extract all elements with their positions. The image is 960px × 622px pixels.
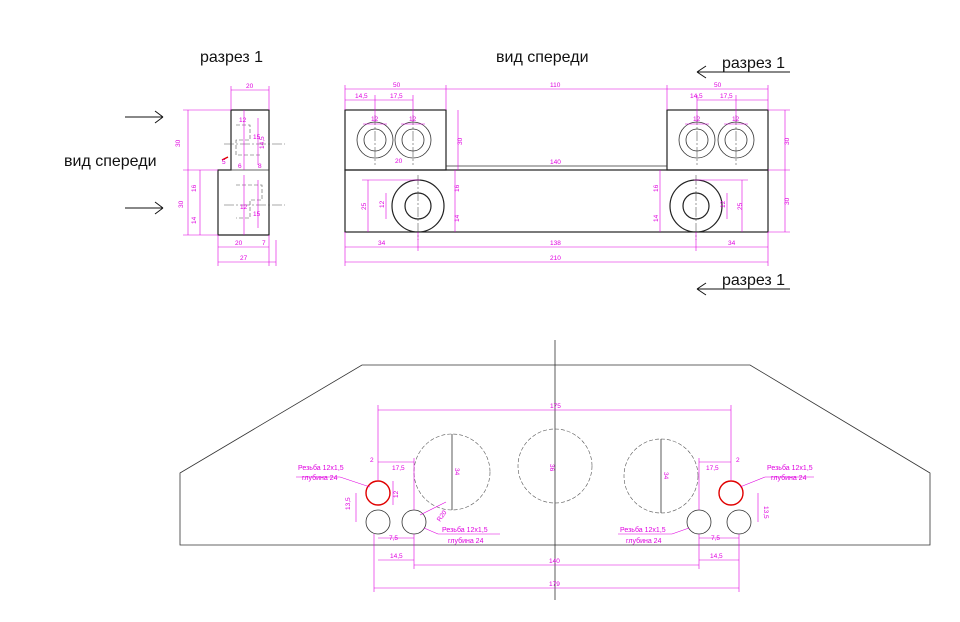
section-arrow-bottom: разрез 1: [696, 272, 790, 296]
fv-dim-block-height-right: 30: [784, 137, 791, 145]
fv-dim-side-16-left: 16: [454, 184, 461, 192]
sec-dim-bottom-width-b: 7: [262, 240, 266, 247]
fv-dim-right-block: 50: [714, 82, 722, 89]
fv-dim-hole-b: 12: [409, 116, 417, 123]
pv-dim-right-13-5: 13,5: [762, 506, 769, 519]
fv-dim-gap-20: 20: [395, 158, 403, 165]
fv-dim-bottom-mid: 138: [550, 240, 561, 247]
fv-dim-hole-c: 12: [693, 116, 701, 123]
pv-dim-top-span: 175: [550, 403, 561, 410]
sec-dim-h-mid: 16: [191, 184, 198, 192]
pv-note-left-thread: Резьба 12x1,5: [298, 464, 344, 472]
fv-dim-hole-a: 12: [371, 116, 379, 123]
fv-dim-side-14-right: 14: [653, 214, 660, 222]
sec-dim-hole-c: 15: [253, 134, 261, 141]
fv-dim-bottom-left: 34: [378, 240, 386, 247]
sec-dim-h-upper: 14,5: [259, 136, 266, 149]
fv-dim-left-pitch-a: 14,5: [355, 93, 368, 100]
fv-dim-hole-d: 12: [732, 116, 740, 123]
pv-note-left-depth: глубина 24: [302, 474, 338, 482]
pv-note-right-depth: глубина 24: [771, 474, 807, 482]
fv-dim-inner-140: 140: [550, 159, 561, 166]
pv-dim-left-13-5: 13,5: [345, 497, 352, 510]
sec-dim-hole-d: 15: [253, 211, 261, 218]
section-view-title: разрез 1: [200, 49, 263, 66]
fv-dim-right-30-b: 30: [784, 197, 791, 205]
fv-dim-left-pitch-b: 17,5: [390, 93, 403, 100]
sec-dim-top-width: 20: [246, 83, 254, 90]
pv-dim-left-2: 2: [370, 457, 374, 464]
pv-dim-left-14-5: 14,5: [390, 553, 403, 560]
sec-dim-offset-c: 8: [258, 163, 262, 170]
pv-dim-left-12: 12: [393, 490, 400, 498]
pv-dim-circle-left: 34: [453, 468, 460, 476]
pv-note-mid-depth: глубина 24: [448, 537, 484, 545]
pv-dim-right-7-5: 7,5: [711, 535, 720, 542]
sec-dim-h-lower: 14: [191, 216, 198, 224]
fv-dim-overall: 210: [550, 255, 561, 262]
sec-dim-bottom-width-a: 20: [235, 240, 243, 247]
fv-dim-middle-span: 110: [550, 82, 561, 89]
front-view: 50 110 50 14,5 17,5 14,5 17,5 12 12 12 1…: [344, 82, 791, 266]
sec-dim-height-bottom: 30: [178, 200, 185, 208]
fv-dim-right-pitch-b: 17,5: [720, 93, 733, 100]
sec-dim-hole-a: 12: [239, 117, 247, 124]
fv-dim-left-block: 50: [393, 82, 401, 89]
fv-dim-side-16-right: 16: [653, 184, 660, 192]
section-arrow-top-label: разрез 1: [722, 55, 785, 72]
pv-dim-left-7-5: 7,5: [389, 535, 398, 542]
pv-dim-right-17-5: 17,5: [706, 465, 719, 472]
pv-dim-small-r: R20: [436, 509, 449, 523]
sec-dim-overall-width: 27: [240, 255, 248, 262]
sec-dim-offset-a: 6: [238, 163, 242, 170]
fv-dim-right-pitch-a: 14,5: [690, 93, 703, 100]
pv-dim-right-2: 2: [736, 457, 740, 464]
section-view: 20 30 16 30 14 14,5 12 12 15 15 6 5 8 20…: [175, 83, 285, 266]
fv-dim-inner-12-left: 12: [379, 200, 386, 208]
pv-note-right-thread: Резьба 12x1,5: [767, 464, 813, 472]
section-arrow-bottom-label: разрез 1: [722, 272, 785, 289]
sec-dim-height-top: 30: [175, 139, 182, 147]
sec-dim-offset-b: 5: [222, 159, 226, 166]
fv-dim-bottom-right: 34: [728, 240, 736, 247]
plan-view: 175 140 179 34 36 34 2 2 17,5 17,5 13,5 …: [179, 340, 931, 600]
fv-dim-dia-25-left: 25: [361, 202, 368, 210]
fv-dim-side-14-left: 14: [454, 214, 461, 222]
fv-dim-block-height-left: 30: [457, 137, 464, 145]
pv-note-mid-thread: Резьба 12x1,5: [442, 526, 488, 534]
view-arrow-lower: [125, 201, 164, 215]
pv-dim-circle-mid: 36: [548, 464, 555, 472]
pv-dim-span-140: 140: [549, 558, 560, 565]
sec-dim-hole-b: 12: [240, 204, 248, 211]
fv-dim-inner-12-right: 12: [720, 200, 727, 208]
view-arrow-upper: [125, 110, 164, 124]
pv-dim-right-14-5: 14,5: [710, 553, 723, 560]
front-view-title: вид спереди: [496, 49, 589, 66]
fv-dim-dia-25-right: 25: [737, 202, 744, 210]
pv-dim-left-17-5: 17,5: [392, 465, 405, 472]
pv-dim-circle-right: 34: [662, 472, 669, 480]
pv-note-rmid-thread: Резьба 12x1,5: [620, 526, 666, 534]
pv-note-rmid-depth: глубина 24: [626, 537, 662, 545]
section-arrow-top: разрез 1: [696, 55, 790, 79]
pv-dim-span-179: 179: [549, 581, 560, 588]
side-view-label: вид спереди: [64, 153, 157, 170]
